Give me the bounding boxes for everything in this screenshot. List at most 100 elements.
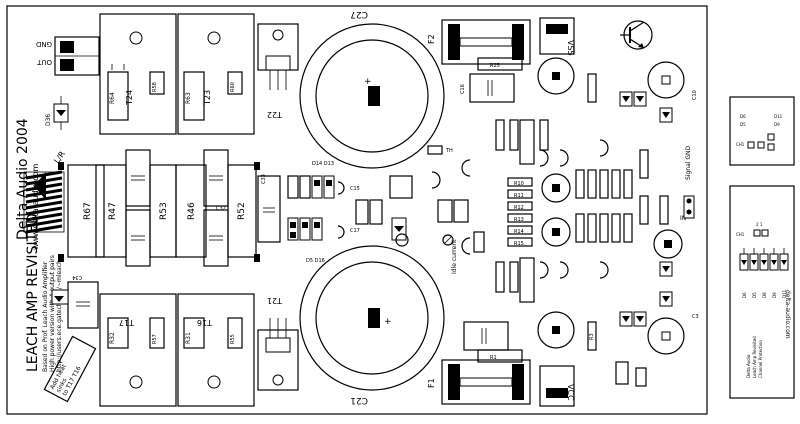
svg-text:R57: R57	[152, 334, 158, 344]
svg-text:CH1: CH1	[736, 232, 745, 237]
gnd-out-connector: GND OUT	[36, 36, 100, 76]
svg-text:R32: R32	[109, 332, 116, 344]
svg-text:D5: D5	[752, 292, 757, 298]
bottom-board-url: delta-audio.com	[784, 290, 791, 339]
svg-text:C16: C16	[460, 84, 466, 94]
top-side-board-outline	[729, 96, 795, 166]
svg-text:Channel Protection: Channel Protection	[758, 340, 763, 378]
svg-text:R1: R1	[490, 355, 497, 361]
protection-board-top: D6 D5 D11 D9 CH1	[729, 96, 795, 166]
svg-text:R55: R55	[230, 334, 236, 344]
svg-text:R52: R52	[237, 202, 247, 220]
title-block: LEACH AMP REVISITED Based on Prof. Leach…	[25, 213, 63, 372]
svg-text:R67: R67	[83, 202, 93, 220]
power-resistor-row: R67 R47 R53 R46 C32 R52	[58, 149, 260, 267]
capacitor-c33: C33	[257, 174, 281, 243]
svg-text:delta-audio.com: delta-audio.com	[784, 290, 791, 339]
output-terminal-block	[23, 170, 65, 234]
svg-text:D36: D36	[45, 114, 52, 126]
svg-text:C34: C34	[72, 274, 82, 280]
brand-name: Delta Audio 2004	[15, 118, 31, 240]
svg-text:F2: F2	[427, 34, 436, 44]
svg-text:R14: R14	[514, 229, 524, 235]
board-title: LEACH AMP REVISITED	[25, 213, 41, 372]
svg-text:TH: TH	[445, 148, 453, 154]
svg-text:R12: R12	[514, 205, 524, 211]
svg-text:D11: D11	[782, 289, 787, 298]
svg-text:D14 D13: D14 D13	[312, 161, 334, 167]
svg-text:VCC: VCC	[566, 384, 575, 401]
brand-block: Delta Audio 2004	[15, 118, 31, 240]
svg-text:R64: R64	[109, 92, 116, 104]
svg-text:D11: D11	[774, 114, 783, 119]
svg-text:D9: D9	[774, 122, 780, 127]
gnd-label: GND	[36, 40, 52, 48]
svg-text:T24: T24	[125, 90, 134, 106]
svg-text:Delta Audio: Delta Audio	[746, 354, 751, 378]
svg-text:T23: T23	[203, 90, 212, 106]
fuse-f2: F2	[427, 19, 531, 65]
transistor-block-t23: R63 T23 R60	[177, 13, 255, 135]
svg-text:D6: D6	[740, 114, 746, 119]
diode-d36: D36	[45, 96, 69, 130]
svg-text:T17: T17	[119, 318, 135, 327]
svg-text:C10: C10	[692, 90, 698, 100]
svg-text:R47: R47	[108, 202, 118, 220]
svg-text:R60: R60	[230, 82, 236, 92]
svg-text:R13: R13	[514, 217, 524, 223]
svg-text:F1: F1	[427, 378, 436, 388]
capacitor-c21: + C21	[299, 245, 445, 405]
transistor-symbol-icon	[620, 20, 653, 50]
protection-board-bottom: 2 1 CH1 D6 D5 D8 D9 D11 Delta Audio Leac…	[729, 185, 795, 399]
credit-line-2: High power version with 4 output pairs	[49, 255, 56, 372]
driver-area: D14 D13 C15 C17 D5 D16	[287, 161, 413, 264]
svg-text:R11: R11	[514, 193, 524, 199]
svg-text:C32: C32	[216, 206, 226, 212]
svg-text:R58: R58	[152, 82, 158, 92]
capacitor-c27: + C27	[299, 9, 445, 169]
svg-text:C17: C17	[350, 228, 360, 234]
svg-text:CH1: CH1	[736, 142, 745, 147]
svg-text:Idle current: Idle current	[451, 239, 458, 274]
transistor-t21: T21	[257, 296, 299, 391]
bottom-board-text: Delta Audio Leach Amp Revisited Channel …	[746, 336, 763, 378]
svg-text:IN: IN	[680, 215, 686, 222]
svg-text:+: +	[384, 317, 392, 327]
stamp-box	[43, 335, 97, 403]
main-board-outline	[6, 5, 708, 415]
signal-section: R25 C16 R1 C10 C3 R10 R11 R12 R13 R14 R1…	[427, 57, 699, 387]
bottom-side-board-outline	[729, 185, 795, 399]
transistor-block-t16: R31 T16 R55	[177, 293, 255, 407]
svg-text:R3: R3	[589, 333, 595, 340]
svg-text:2 1: 2 1	[756, 222, 763, 227]
credit-line-1: Based on Prof. Leach Audio Amplifier	[42, 261, 49, 372]
svg-text:R63: R63	[185, 92, 192, 104]
out-label: OUT	[36, 58, 52, 66]
svg-text:+: +	[364, 77, 372, 87]
svg-text:R25: R25	[490, 63, 500, 69]
transistor-block-t24: R64 T24 R58	[99, 13, 177, 135]
svg-text:R15: R15	[514, 241, 524, 247]
svg-text:R46: R46	[187, 202, 197, 220]
credit-line-3: http://users.ece.gatech.edu/~mleach	[56, 260, 63, 372]
svg-text:D5: D5	[740, 122, 746, 127]
transistor-block-t17: R32 T17 R57	[99, 293, 177, 407]
capacitor-c34: C34	[51, 274, 99, 329]
svg-text:Leach Amp Revisited: Leach Amp Revisited	[752, 336, 757, 378]
fuse-f1: F1	[427, 359, 531, 405]
svg-text:D9: D9	[772, 292, 777, 298]
svg-text:C27: C27	[350, 9, 368, 19]
svg-text:T21: T21	[267, 296, 283, 305]
svg-text:D5 D16: D5 D16	[306, 258, 325, 264]
protection-diode-array	[739, 248, 789, 271]
svg-text:R53: R53	[159, 202, 169, 220]
svg-text:D6: D6	[742, 292, 747, 298]
svg-text:VSS: VSS	[566, 40, 575, 56]
svg-text:C33: C33	[261, 174, 267, 184]
vcc-connector: VCC	[539, 365, 575, 407]
svg-text:T22: T22	[267, 110, 283, 119]
svg-text:C3: C3	[692, 314, 699, 320]
transistor-t22: T22	[257, 23, 299, 119]
